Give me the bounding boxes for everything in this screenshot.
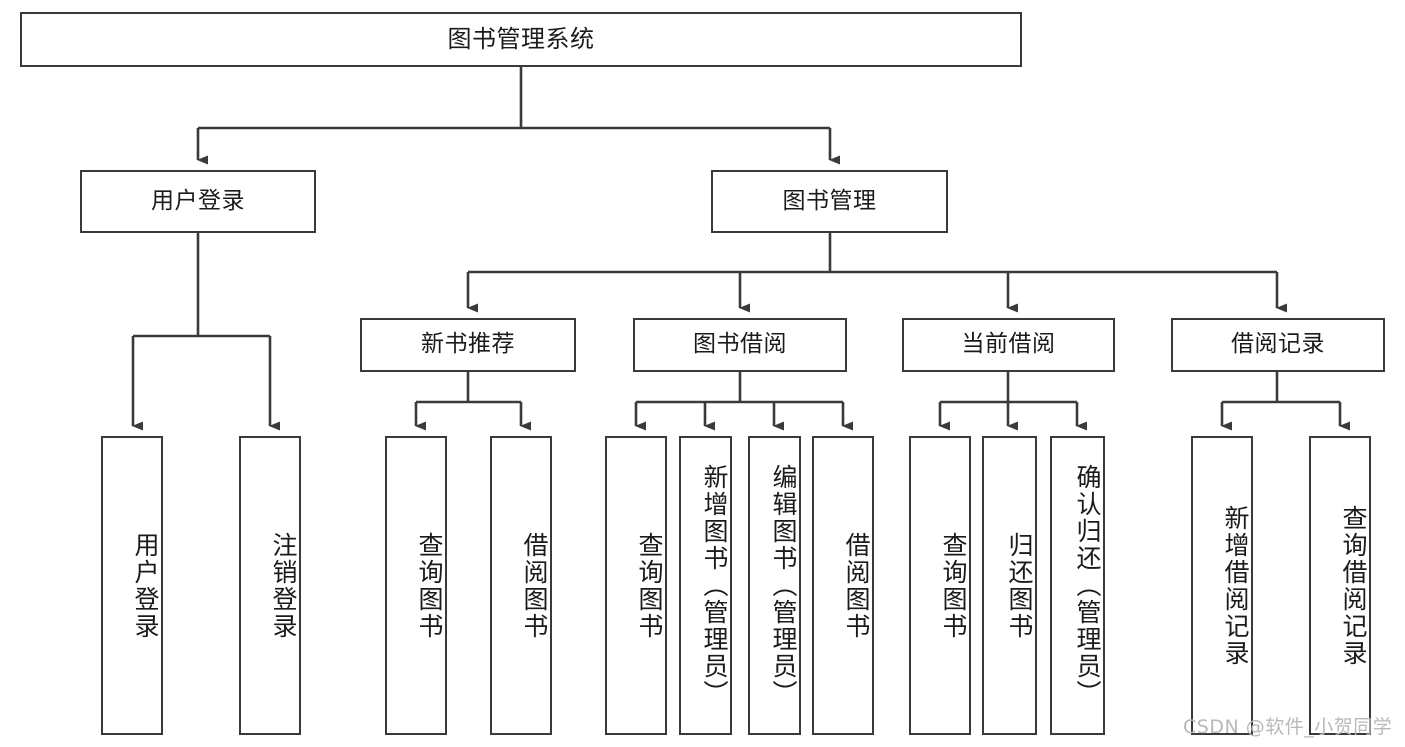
- leaf-borrow-add-book-admin[interactable]: 新增图书（管理员）: [679, 436, 732, 735]
- leaf-borrow-edit-book-admin[interactable]: 编辑图书（管理员）: [748, 436, 801, 735]
- leaf-current-query-book[interactable]: 查询图书: [909, 436, 971, 735]
- leaf-label: 新增图书（管理员）: [700, 464, 729, 707]
- leaf-recommend-query-book[interactable]: 查询图书: [385, 436, 447, 735]
- leaf-borrow-query-book[interactable]: 查询图书: [605, 436, 667, 735]
- node-borrow-record[interactable]: 借阅记录: [1171, 318, 1385, 372]
- node-root-system[interactable]: 图书管理系统: [20, 12, 1022, 67]
- leaf-user-login-logout[interactable]: 注销登录: [239, 436, 301, 735]
- leaf-label: 查询图书: [939, 531, 968, 640]
- leaf-record-query-record[interactable]: 查询借阅记录: [1309, 436, 1371, 735]
- node-user-login[interactable]: 用户登录: [80, 170, 316, 233]
- leaf-label: 查询图书: [415, 531, 444, 640]
- leaf-label: 归还图书: [1005, 531, 1034, 640]
- leaf-label: 编辑图书（管理员）: [769, 464, 798, 707]
- leaf-label: 查询图书: [635, 531, 664, 640]
- leaf-label: 用户登录: [131, 531, 160, 640]
- leaf-record-add-record[interactable]: 新增借阅记录: [1191, 436, 1253, 735]
- leaf-current-return-book[interactable]: 归还图书: [982, 436, 1037, 735]
- leaf-recommend-borrow-book[interactable]: 借阅图书: [490, 436, 552, 735]
- node-current-borrow[interactable]: 当前借阅: [902, 318, 1115, 372]
- node-book-borrow[interactable]: 图书借阅: [633, 318, 847, 372]
- leaf-label: 借阅图书: [842, 531, 871, 640]
- leaf-label: 查询借阅记录: [1339, 504, 1368, 667]
- leaf-label: 借阅图书: [520, 531, 549, 640]
- leaf-label: 注销登录: [269, 531, 298, 640]
- leaf-label: 确认归还（管理员）: [1073, 464, 1102, 707]
- node-new-book-recommend[interactable]: 新书推荐: [360, 318, 576, 372]
- leaf-label: 新增借阅记录: [1221, 504, 1250, 667]
- leaf-current-confirm-return-admin[interactable]: 确认归还（管理员）: [1050, 436, 1105, 735]
- leaf-borrow-borrow-book[interactable]: 借阅图书: [812, 436, 874, 735]
- leaf-user-login-login[interactable]: 用户登录: [101, 436, 163, 735]
- node-book-management[interactable]: 图书管理: [711, 170, 948, 233]
